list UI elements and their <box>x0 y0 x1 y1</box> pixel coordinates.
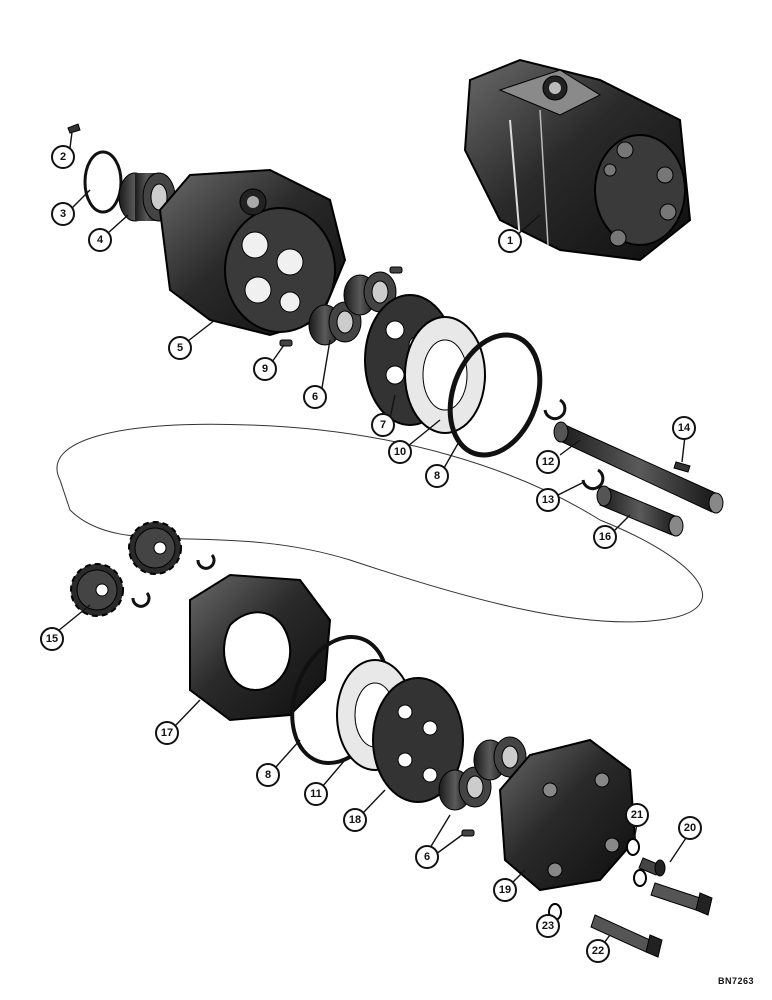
svg-text:9: 9 <box>262 363 268 375</box>
callout-5: 5 <box>168 336 192 360</box>
callout-23: 23 <box>536 914 560 938</box>
gear-housing <box>189 573 332 722</box>
callout-4: 4 <box>88 228 112 252</box>
gasket-upper <box>404 316 486 434</box>
svg-text:20: 20 <box>684 822 696 834</box>
callout-10: 10 <box>388 440 412 464</box>
bearing-pair-lower <box>438 736 527 811</box>
svg-text:18: 18 <box>349 814 361 826</box>
callout-22: 22 <box>586 939 610 963</box>
svg-text:6: 6 <box>424 851 430 863</box>
svg-text:14: 14 <box>678 422 691 434</box>
bearing-pair-upper <box>308 271 397 346</box>
callout-6-lower: 6 <box>415 845 439 869</box>
callout-17: 17 <box>155 721 179 745</box>
callout-1: 1 <box>498 229 522 253</box>
callout-3: 3 <box>51 202 75 226</box>
svg-text:5: 5 <box>177 342 183 354</box>
svg-text:2: 2 <box>60 151 66 163</box>
svg-text:16: 16 <box>599 531 611 543</box>
cap-screw-long-lower <box>590 914 663 958</box>
svg-text:12: 12 <box>542 456 554 468</box>
callout-11: 11 <box>304 782 328 806</box>
callout-19: 19 <box>493 878 517 902</box>
leader-lines <box>57 131 689 952</box>
front-housing <box>158 168 347 337</box>
svg-text:6: 6 <box>312 391 318 403</box>
svg-text:19: 19 <box>499 884 511 896</box>
callout-6-upper: 6 <box>303 385 327 409</box>
callout-8-upper: 8 <box>425 464 449 488</box>
svg-text:21: 21 <box>631 809 643 821</box>
svg-text:4: 4 <box>97 234 104 246</box>
dowel-pin-lower <box>461 829 475 837</box>
svg-text:8: 8 <box>265 769 271 781</box>
assembled-pump <box>463 58 692 262</box>
svg-text:17: 17 <box>161 727 173 739</box>
svg-text:8: 8 <box>434 470 440 482</box>
snap-ring <box>83 150 123 214</box>
drawing-code-label: BN7263 <box>717 976 754 986</box>
svg-text:23: 23 <box>542 920 554 932</box>
dowel-pin-upper <box>389 266 403 274</box>
callout-16: 16 <box>593 525 617 549</box>
callout-14: 14 <box>672 416 696 440</box>
cap-screw-long-upper <box>650 882 713 916</box>
idler-shaft <box>596 485 684 537</box>
callout-7: 7 <box>371 413 395 437</box>
wear-plate-lower <box>372 677 464 803</box>
svg-text:7: 7 <box>380 419 386 431</box>
washer-21 <box>626 838 640 856</box>
retaining-ring-12 <box>543 398 567 421</box>
callout-13: 13 <box>536 488 560 512</box>
shaft-key <box>673 461 691 473</box>
svg-text:15: 15 <box>46 633 58 645</box>
retaining-ring-13 <box>581 468 605 491</box>
svg-text:22: 22 <box>592 945 604 957</box>
svg-text:11: 11 <box>310 788 322 800</box>
key-part <box>67 123 81 134</box>
callout-12: 12 <box>536 450 560 474</box>
dowel-pin-middle <box>279 339 293 347</box>
callout-21: 21 <box>625 803 649 827</box>
callout-2: 2 <box>51 145 75 169</box>
assembly-guide-line <box>56 423 704 623</box>
seal-ring-upper <box>447 332 543 458</box>
svg-text:1: 1 <box>507 235 513 247</box>
callout-8-lower: 8 <box>256 763 280 787</box>
svg-text:3: 3 <box>60 208 66 220</box>
cap-screw-short <box>638 857 666 877</box>
rear-cover <box>498 738 637 892</box>
callout-15: 15 <box>40 627 64 651</box>
svg-text:13: 13 <box>542 494 554 506</box>
gear-pair <box>70 521 216 617</box>
callout-18: 18 <box>343 808 367 832</box>
callout-9-upper: 9 <box>253 357 277 381</box>
svg-text:10: 10 <box>394 446 406 458</box>
washer-lower <box>633 869 647 887</box>
drive-shaft <box>553 421 724 514</box>
callout-20: 20 <box>678 816 702 840</box>
